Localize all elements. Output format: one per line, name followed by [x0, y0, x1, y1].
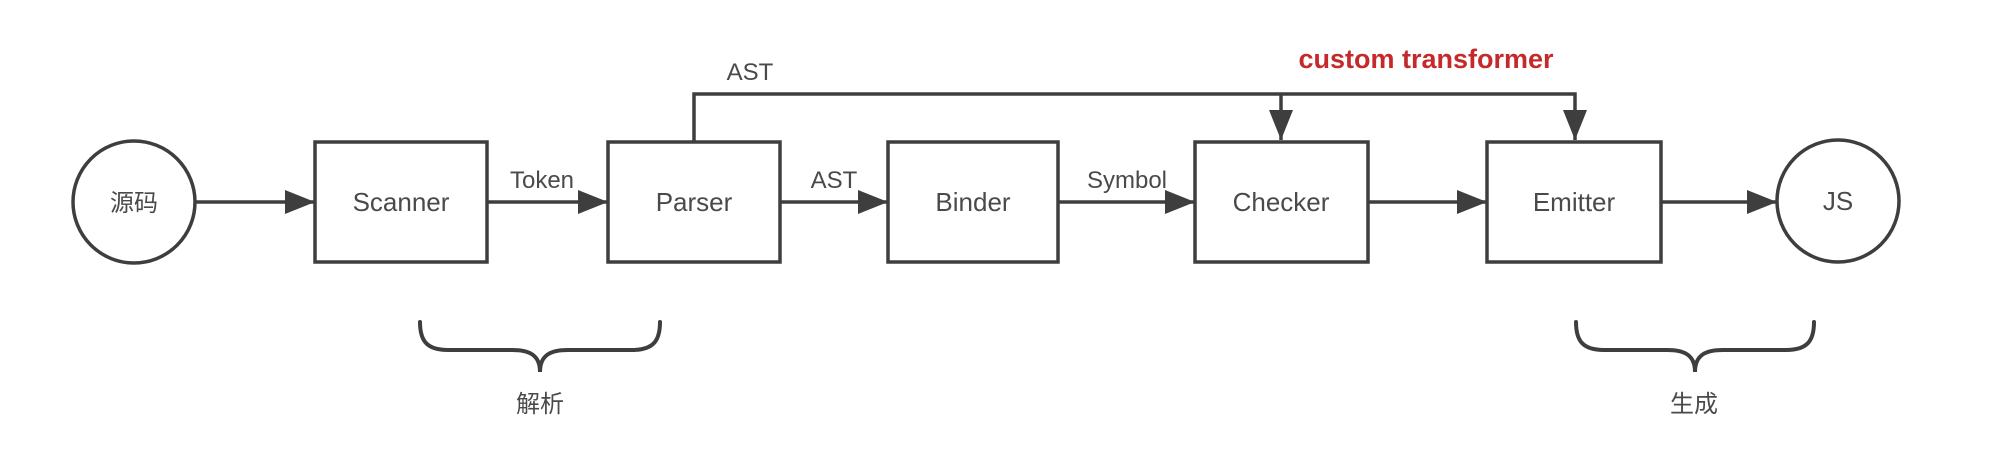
- node-scanner-label: Scanner: [353, 187, 450, 217]
- node-checker-box: [1193, 140, 1370, 264]
- group-label-generate: 生成: [1670, 391, 1718, 418]
- bypass-edge-label-ast: AST: [727, 59, 774, 86]
- node-source-circle: [71, 139, 197, 265]
- edge-label-symbol: Symbol: [1087, 167, 1167, 194]
- node-binder-label: Binder: [935, 187, 1010, 217]
- node-js-label: JS: [1823, 186, 1853, 216]
- custom-transformer-label: custom transformer: [1298, 44, 1554, 74]
- node-binder-box: [886, 140, 1060, 264]
- edge-label-ast: AST: [811, 167, 858, 194]
- node-checker-label: Checker: [1233, 187, 1330, 217]
- node-parser-box: [606, 140, 782, 264]
- edge-label-token: Token: [510, 167, 574, 194]
- node-js-circle: [1775, 138, 1901, 264]
- underbrace-parse: [418, 320, 662, 373]
- group-label-parse: 解析: [516, 391, 564, 418]
- node-source-label: 源码: [110, 190, 158, 217]
- node-emitter-label: Emitter: [1533, 187, 1616, 217]
- node-emitter-box: [1485, 140, 1663, 264]
- node-scanner-box: [313, 140, 489, 264]
- underbrace-generate: [1574, 320, 1816, 373]
- bypass-connector-parser-to-emitter: [692, 92, 1587, 142]
- node-parser-label: Parser: [656, 187, 733, 217]
